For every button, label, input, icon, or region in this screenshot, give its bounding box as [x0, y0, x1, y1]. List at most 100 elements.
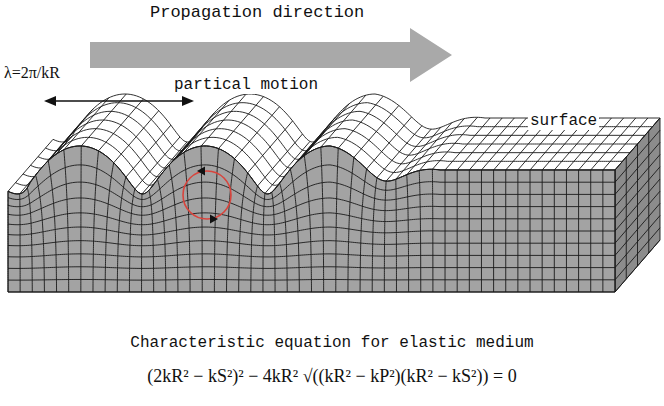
- mesh-line: [321, 147, 324, 292]
- mesh-line: [578, 170, 579, 292]
- mesh-line: [169, 165, 178, 292]
- mesh-line: [158, 179, 166, 292]
- mesh-line: [304, 156, 311, 292]
- mesh-line: [64, 98, 109, 150]
- block-side-face: [615, 118, 660, 292]
- mesh-line: [290, 169, 299, 292]
- propagation-arrow: [90, 28, 452, 82]
- mesh-line: [445, 118, 490, 170]
- mesh-line: [481, 118, 526, 170]
- surface-label: surface: [528, 112, 599, 130]
- orbit-arrowhead: [197, 167, 205, 176]
- particle-orbit: [183, 171, 231, 219]
- mesh-line: [432, 117, 477, 169]
- mesh-line: [8, 146, 615, 194]
- mesh-line: [493, 170, 494, 292]
- mesh-line: [354, 106, 399, 158]
- mesh-line: [141, 194, 142, 292]
- mesh-line: [505, 170, 506, 292]
- mesh-line: [48, 161, 56, 292]
- side-mesh: [615, 118, 660, 292]
- mesh-line: [554, 170, 555, 292]
- mesh-line: [251, 186, 258, 292]
- mesh-line: [481, 170, 482, 292]
- mesh-line: [626, 157, 627, 279]
- mesh-line: [8, 191, 9, 292]
- mesh-line: [114, 111, 159, 163]
- mesh-line: [8, 213, 615, 225]
- direction-label: Propagation direction: [150, 3, 364, 23]
- mesh-line: [338, 96, 383, 148]
- mesh-line: [469, 118, 514, 170]
- mesh-line: [321, 95, 366, 147]
- mesh-line: [129, 189, 135, 292]
- front-mesh: [8, 146, 615, 292]
- mesh-line: [36, 175, 45, 292]
- wavelength-arrow: [52, 100, 186, 102]
- motion-label: partical motion: [172, 76, 320, 94]
- mesh-line: [64, 150, 69, 292]
- mesh-line: [457, 118, 502, 170]
- mesh-line: [395, 179, 397, 292]
- mesh-line: [602, 170, 603, 292]
- arrowhead: [182, 96, 194, 106]
- mesh-line: [184, 152, 190, 292]
- mesh-line: [637, 144, 638, 266]
- mesh-line: [46, 103, 653, 151]
- mesh-line: [566, 170, 567, 292]
- mesh-line: [8, 241, 615, 246]
- mesh-line: [615, 170, 616, 292]
- mesh-line: [360, 169, 367, 292]
- mesh-line: [407, 123, 452, 175]
- mesh-line: [280, 183, 288, 292]
- mesh-line: [348, 158, 354, 292]
- mesh-line: [8, 198, 615, 215]
- mesh-line: [80, 146, 81, 292]
- mesh-line: [336, 148, 338, 292]
- mesh-line: [542, 170, 543, 292]
- arrowhead: [44, 96, 56, 106]
- mesh-line: [126, 125, 171, 177]
- mesh-line: [53, 94, 660, 142]
- characteristic-equation: (2kR² − kS²)² − 4kR² √((kR² − kP²)(kR² −…: [147, 366, 516, 387]
- mesh-line: [8, 227, 615, 235]
- mesh-line: [201, 94, 246, 146]
- mesh-line: [407, 175, 409, 292]
- mesh-line: [248, 121, 293, 173]
- mesh-line: [445, 170, 446, 292]
- mesh-line: [81, 94, 126, 146]
- mesh-line: [432, 169, 434, 292]
- mesh-line: [263, 193, 265, 292]
- mesh-line: [377, 126, 422, 178]
- mesh-line: [117, 177, 126, 292]
- mesh-line: [457, 170, 458, 292]
- mesh-line: [372, 178, 377, 292]
- mesh-line: [239, 173, 248, 292]
- orbit-arrowhead: [210, 215, 218, 224]
- mesh-line: [218, 97, 263, 149]
- mesh-line: [648, 131, 649, 253]
- mesh-line: [419, 171, 421, 292]
- mesh-line: [19, 194, 20, 292]
- mesh-line: [98, 99, 143, 151]
- mesh-line: [8, 182, 615, 207]
- wavelength-formula: λ=2π/kR: [4, 64, 60, 82]
- mesh-line: [93, 151, 98, 292]
- mesh-line: [517, 170, 518, 292]
- mesh-line: [272, 192, 275, 292]
- mesh-line: [149, 190, 154, 292]
- mesh-line: [227, 159, 235, 292]
- mesh-line: [419, 119, 464, 171]
- mesh-line: [530, 170, 531, 292]
- mesh-line: [384, 181, 386, 292]
- block-front-face: [8, 146, 615, 292]
- mesh-line: [27, 188, 32, 292]
- mesh-line: [590, 170, 591, 292]
- equation-title: Characteristic equation for elastic medi…: [130, 334, 533, 352]
- mesh-line: [367, 117, 412, 169]
- mesh-line: [105, 163, 114, 292]
- mesh-line: [234, 107, 279, 159]
- mesh-line: [469, 170, 470, 292]
